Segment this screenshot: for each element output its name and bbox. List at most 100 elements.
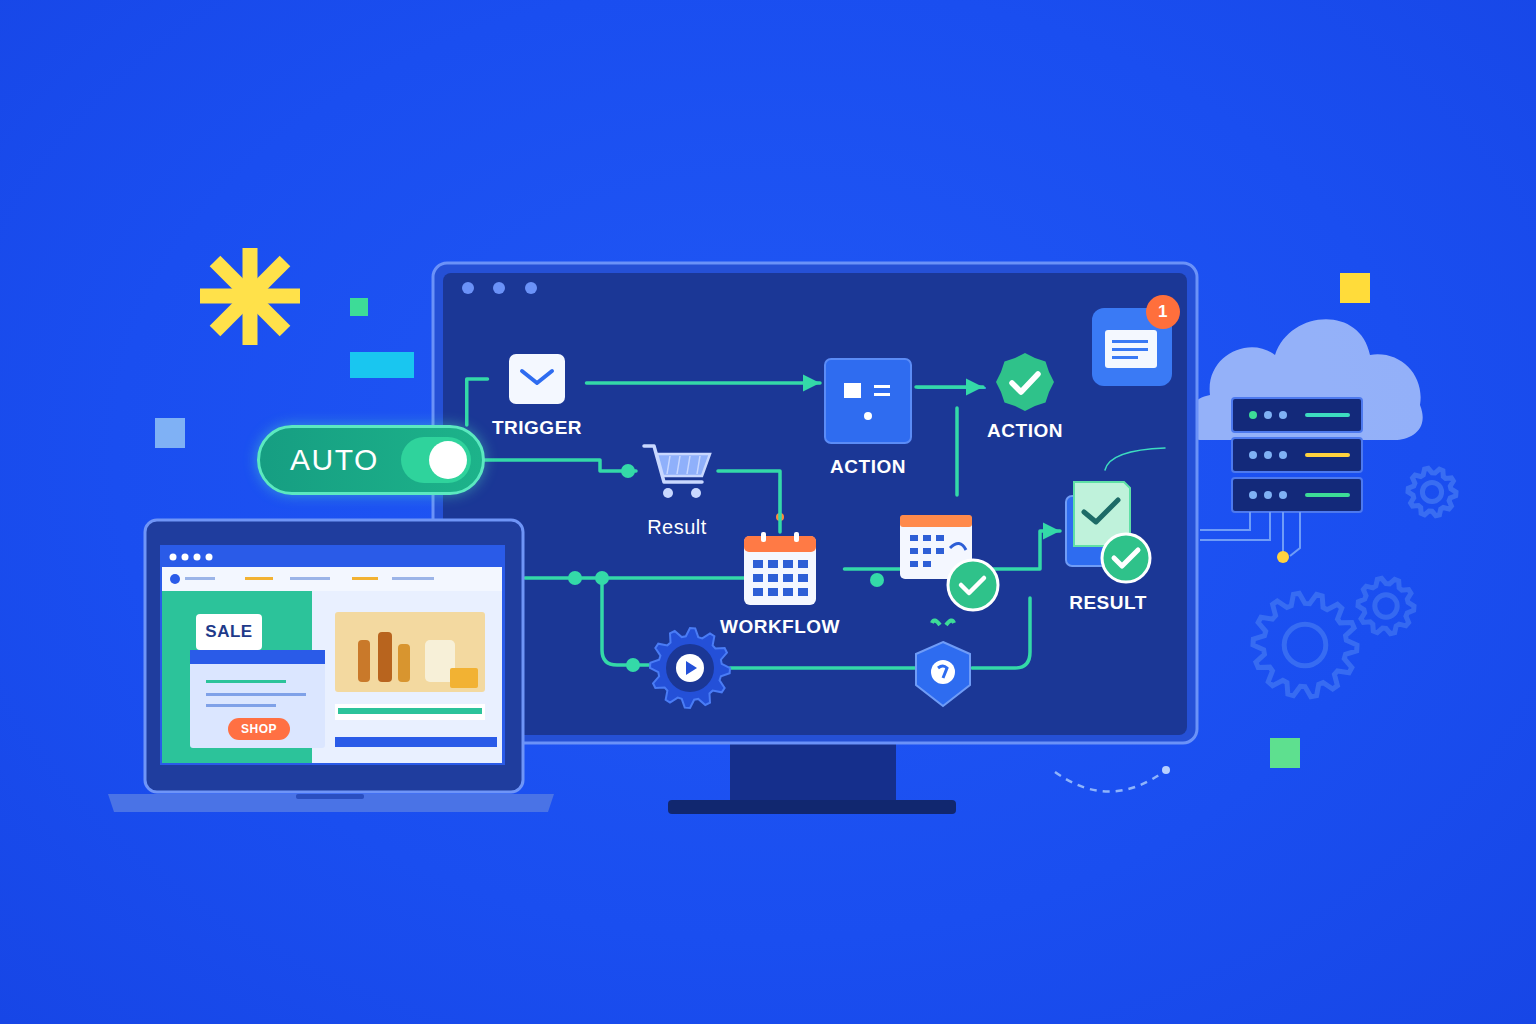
monitor-part bbox=[525, 282, 537, 294]
server-stack-part bbox=[1249, 411, 1257, 419]
small-calendar-part bbox=[910, 535, 918, 541]
laptop-part bbox=[352, 577, 378, 580]
gears-part bbox=[1375, 595, 1397, 617]
small-calendar-part bbox=[923, 561, 931, 567]
node-label: WORKFLOW bbox=[716, 616, 845, 638]
result-node: RESULT bbox=[1060, 478, 1156, 614]
screen-wires-part bbox=[730, 666, 915, 670]
node-label: ACTION bbox=[820, 456, 916, 478]
shield-part bbox=[931, 660, 955, 684]
node-label: SHOP bbox=[241, 722, 277, 737]
cart-icon-part bbox=[657, 454, 710, 476]
server-stack-part bbox=[1264, 411, 1272, 419]
check-circle-part bbox=[948, 560, 998, 610]
dashed-arc bbox=[1055, 770, 1166, 792]
laptop-part bbox=[170, 554, 177, 561]
deco-square bbox=[1340, 273, 1370, 303]
square-icon-part bbox=[844, 383, 861, 398]
mail-icon-part bbox=[522, 371, 552, 383]
laptop-part bbox=[335, 704, 485, 720]
laptop-part bbox=[335, 737, 497, 747]
laptop-part bbox=[450, 668, 478, 688]
asterisk bbox=[200, 248, 300, 345]
monitor-part bbox=[730, 742, 896, 802]
auto-toggle: AUTO bbox=[257, 425, 485, 495]
cal-icon-part bbox=[798, 588, 808, 596]
monitor-part bbox=[433, 263, 1197, 743]
server-stack-part bbox=[1249, 491, 1257, 499]
gears-part bbox=[1408, 468, 1456, 515]
check-circle-part bbox=[961, 578, 984, 593]
cal-icon-part bbox=[794, 532, 799, 542]
deco-square bbox=[1270, 738, 1300, 768]
wire-dot bbox=[568, 571, 582, 585]
cal-icon-part bbox=[783, 588, 793, 596]
laptop-part bbox=[182, 554, 189, 561]
sale-tag: SALE bbox=[196, 614, 262, 650]
server-stack-part bbox=[1264, 451, 1272, 459]
cart-icon-part bbox=[663, 488, 673, 498]
toggle-knob-part bbox=[429, 441, 467, 479]
laptop-part bbox=[206, 693, 306, 696]
cart-icon-part bbox=[667, 456, 670, 474]
check-icon-part bbox=[1012, 374, 1038, 392]
server-stack-part bbox=[1232, 398, 1362, 432]
flow-connector bbox=[587, 381, 821, 385]
server-stack-part bbox=[1232, 438, 1362, 472]
laptop-part bbox=[206, 554, 213, 561]
cart-icon-part bbox=[697, 456, 700, 474]
node-label: TRIGGER bbox=[488, 417, 587, 439]
doc-icon-part bbox=[1102, 534, 1150, 582]
small-calendar-part bbox=[936, 548, 944, 554]
play-gear bbox=[650, 628, 730, 708]
server-stack-part bbox=[1279, 411, 1287, 419]
flow-connector bbox=[467, 379, 488, 425]
shop-button: SHOP bbox=[228, 718, 290, 740]
cal-icon-part bbox=[798, 574, 808, 582]
cal-icon-part bbox=[783, 574, 793, 582]
cal-icon-part bbox=[783, 560, 793, 568]
server-stack-part bbox=[1249, 451, 1257, 459]
flow-connector bbox=[485, 460, 636, 471]
laptop-part bbox=[190, 650, 325, 664]
check-icon-part bbox=[996, 353, 1054, 411]
screen-wires-part bbox=[1105, 448, 1165, 470]
server-stack-part bbox=[1279, 491, 1287, 499]
node-label: AUTO bbox=[290, 443, 379, 477]
asterisk-part bbox=[215, 261, 285, 331]
arc-dot bbox=[1162, 766, 1170, 774]
notification-badge: 1 bbox=[1146, 295, 1180, 329]
server-stack-part bbox=[1305, 493, 1350, 497]
laptop-part bbox=[108, 794, 554, 812]
gears-part bbox=[1253, 593, 1357, 696]
node-label: Result bbox=[636, 516, 718, 538]
cal-icon-part bbox=[768, 574, 778, 582]
laptop-part bbox=[392, 577, 434, 580]
monitor-part bbox=[443, 273, 1187, 735]
server-stack-part bbox=[1279, 451, 1287, 459]
doc-icon-part bbox=[1084, 500, 1118, 522]
gears-part bbox=[1358, 578, 1414, 633]
message-card-part bbox=[1105, 330, 1157, 368]
small-calendar-part bbox=[910, 548, 918, 554]
laptop-part bbox=[296, 794, 364, 799]
server-stack-part bbox=[1264, 491, 1272, 499]
laptop bbox=[108, 520, 554, 812]
small-calendar-part bbox=[923, 535, 931, 541]
screen-wires-part bbox=[955, 408, 959, 495]
message-card-part bbox=[1112, 340, 1148, 343]
mail-icon bbox=[508, 353, 566, 405]
cart-icon bbox=[640, 440, 714, 502]
node-label: 1 bbox=[1158, 302, 1168, 322]
server-wires-part bbox=[1200, 512, 1250, 530]
screen-wires-part bbox=[602, 578, 650, 665]
laptop-part bbox=[185, 577, 215, 580]
cal-icon-part bbox=[744, 536, 816, 552]
square-icon-part bbox=[864, 412, 872, 420]
laptop-part bbox=[190, 650, 325, 748]
